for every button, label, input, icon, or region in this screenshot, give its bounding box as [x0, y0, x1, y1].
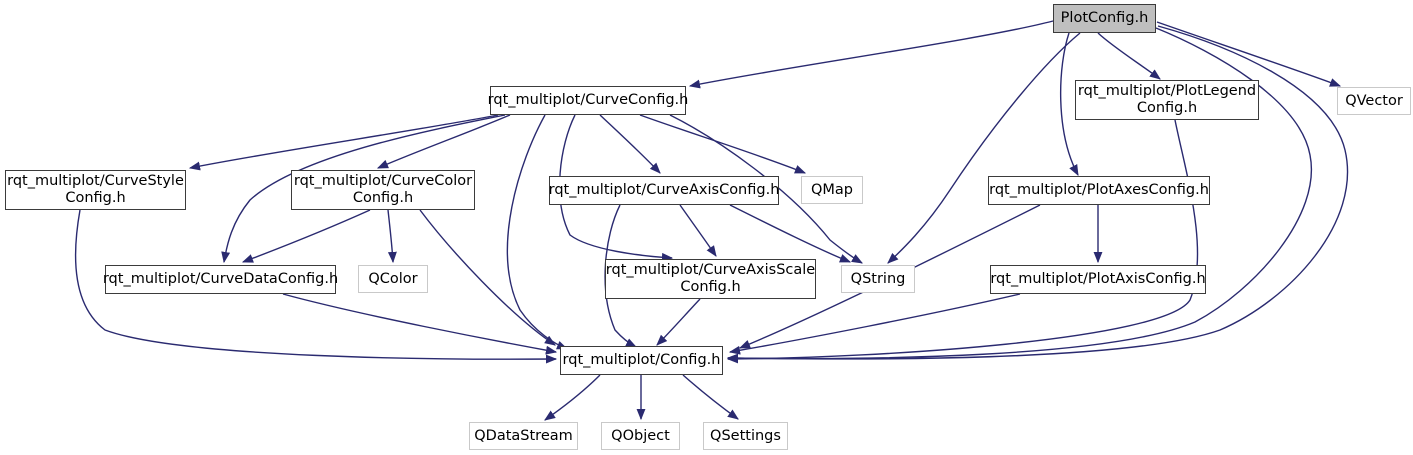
- edge-curvecolorconfig-to-qcolor: [387, 209, 397, 264]
- node-label-qvector: QVector: [1345, 92, 1403, 109]
- node-label-curveaxisscaleconfig: rqt_multiplot/CurveAxisScale Config.h: [605, 262, 816, 295]
- node-label-curvecolorconfig: rqt_multiplot/CurveColor Config.h: [293, 173, 473, 206]
- node-qobject[interactable]: QObject: [601, 422, 680, 450]
- node-curvestyleconfig[interactable]: rqt_multiplot/CurveStyle Config.h: [5, 170, 186, 210]
- edge-curveconfig-to-curveaxisscaleconfig: [558, 114, 674, 262]
- node-label-qmap: QMap: [810, 181, 853, 198]
- edge-curveconfig-to-curvestyleconfig: [188, 114, 499, 171]
- node-curveaxisconfig[interactable]: rqt_multiplot/CurveAxisConfig.h: [549, 176, 779, 205]
- node-label-plotconfig: PlotConfig.h: [1060, 10, 1149, 26]
- node-curvecolorconfig[interactable]: rqt_multiplot/CurveColor Config.h: [291, 170, 475, 210]
- node-label-curveaxisconfig: rqt_multiplot/CurveAxisConfig.h: [548, 182, 780, 198]
- node-label-qsettings: QSettings: [710, 427, 781, 444]
- edge-curveconfig-to-curvecolorconfig: [376, 114, 511, 169]
- node-qvector[interactable]: QVector: [1337, 87, 1411, 115]
- edge-curveconfig-to-curveaxisconfig: [599, 114, 661, 174]
- node-qmap[interactable]: QMap: [801, 176, 863, 204]
- edge-curveconfig-to-curvedataconfig: [221, 114, 506, 264]
- node-plotaxesconfig[interactable]: rqt_multiplot/PlotAxesConfig.h: [988, 176, 1210, 205]
- edge-curveconfig-to-qmap: [639, 114, 807, 174]
- node-label-qstring: QString: [850, 270, 906, 287]
- edge-curveaxisconfig-to-qstring: [729, 204, 852, 263]
- node-config[interactable]: rqt_multiplot/Config.h: [560, 346, 723, 375]
- node-plotconfig: PlotConfig.h: [1053, 4, 1156, 33]
- edge-config-to-qdatastream: [544, 374, 601, 421]
- edge-curveaxisconfig-to-config: [604, 204, 638, 348]
- edge-curvecolorconfig-to-curvedataconfig: [241, 209, 371, 263]
- edge-plotconfig-to-config: [726, 27, 1313, 363]
- edge-curvedataconfig-to-config: [282, 293, 558, 355]
- edge-curveaxisconfig-to-curveaxisscaleconfig: [679, 204, 717, 257]
- node-qcolor[interactable]: QColor: [358, 265, 428, 293]
- node-qstring[interactable]: QString: [841, 265, 915, 293]
- node-curvedataconfig[interactable]: rqt_multiplot/CurveDataConfig.h: [103, 265, 338, 294]
- node-curveaxisscaleconfig[interactable]: rqt_multiplot/CurveAxisScale Config.h: [605, 259, 816, 299]
- edge-plotconfig-to-config: [726, 25, 1349, 363]
- node-label-curveconfig: rqt_multiplot/CurveConfig.h: [487, 92, 689, 108]
- edge-curvecolorconfig-to-config: [419, 209, 556, 346]
- node-curveconfig[interactable]: rqt_multiplot/CurveConfig.h: [488, 86, 688, 115]
- edge-config-to-qsettings: [682, 374, 739, 420]
- node-label-qdatastream: QDataStream: [474, 427, 573, 444]
- node-label-plotlegendconfig: rqt_multiplot/PlotLegend Config.h: [1077, 83, 1257, 116]
- node-label-config: rqt_multiplot/Config.h: [562, 352, 721, 368]
- node-label-curvestyleconfig: rqt_multiplot/CurveStyle Config.h: [7, 173, 184, 206]
- edge-curvestyleconfig-to-config: [74, 209, 558, 364]
- edge-plotconfig-to-curveconfig: [688, 20, 1054, 89]
- node-label-curvedataconfig: rqt_multiplot/CurveDataConfig.h: [102, 271, 339, 287]
- node-label-plotaxisconfig: rqt_multiplot/PlotAxisConfig.h: [990, 271, 1206, 287]
- edge-plotconfig-to-plotlegendconfig: [1097, 32, 1161, 80]
- node-label-qobject: QObject: [611, 427, 670, 444]
- node-qdatastream[interactable]: QDataStream: [469, 422, 578, 450]
- edge-curveaxisscaleconfig-to-config: [656, 298, 701, 346]
- node-plotlegendconfig[interactable]: rqt_multiplot/PlotLegend Config.h: [1075, 80, 1259, 120]
- edge-plotconfig-to-qstring: [887, 32, 1081, 264]
- edge-layer: [74, 20, 1349, 421]
- node-plotaxisconfig[interactable]: rqt_multiplot/PlotAxisConfig.h: [990, 265, 1206, 294]
- node-label-plotaxesconfig: rqt_multiplot/PlotAxesConfig.h: [989, 182, 1209, 198]
- edge-plotaxisconfig-to-config: [728, 293, 1021, 355]
- node-label-qcolor: QColor: [368, 270, 418, 287]
- node-qsettings[interactable]: QSettings: [703, 422, 788, 450]
- edge-plotconfig-to-qvector: [1156, 21, 1342, 87]
